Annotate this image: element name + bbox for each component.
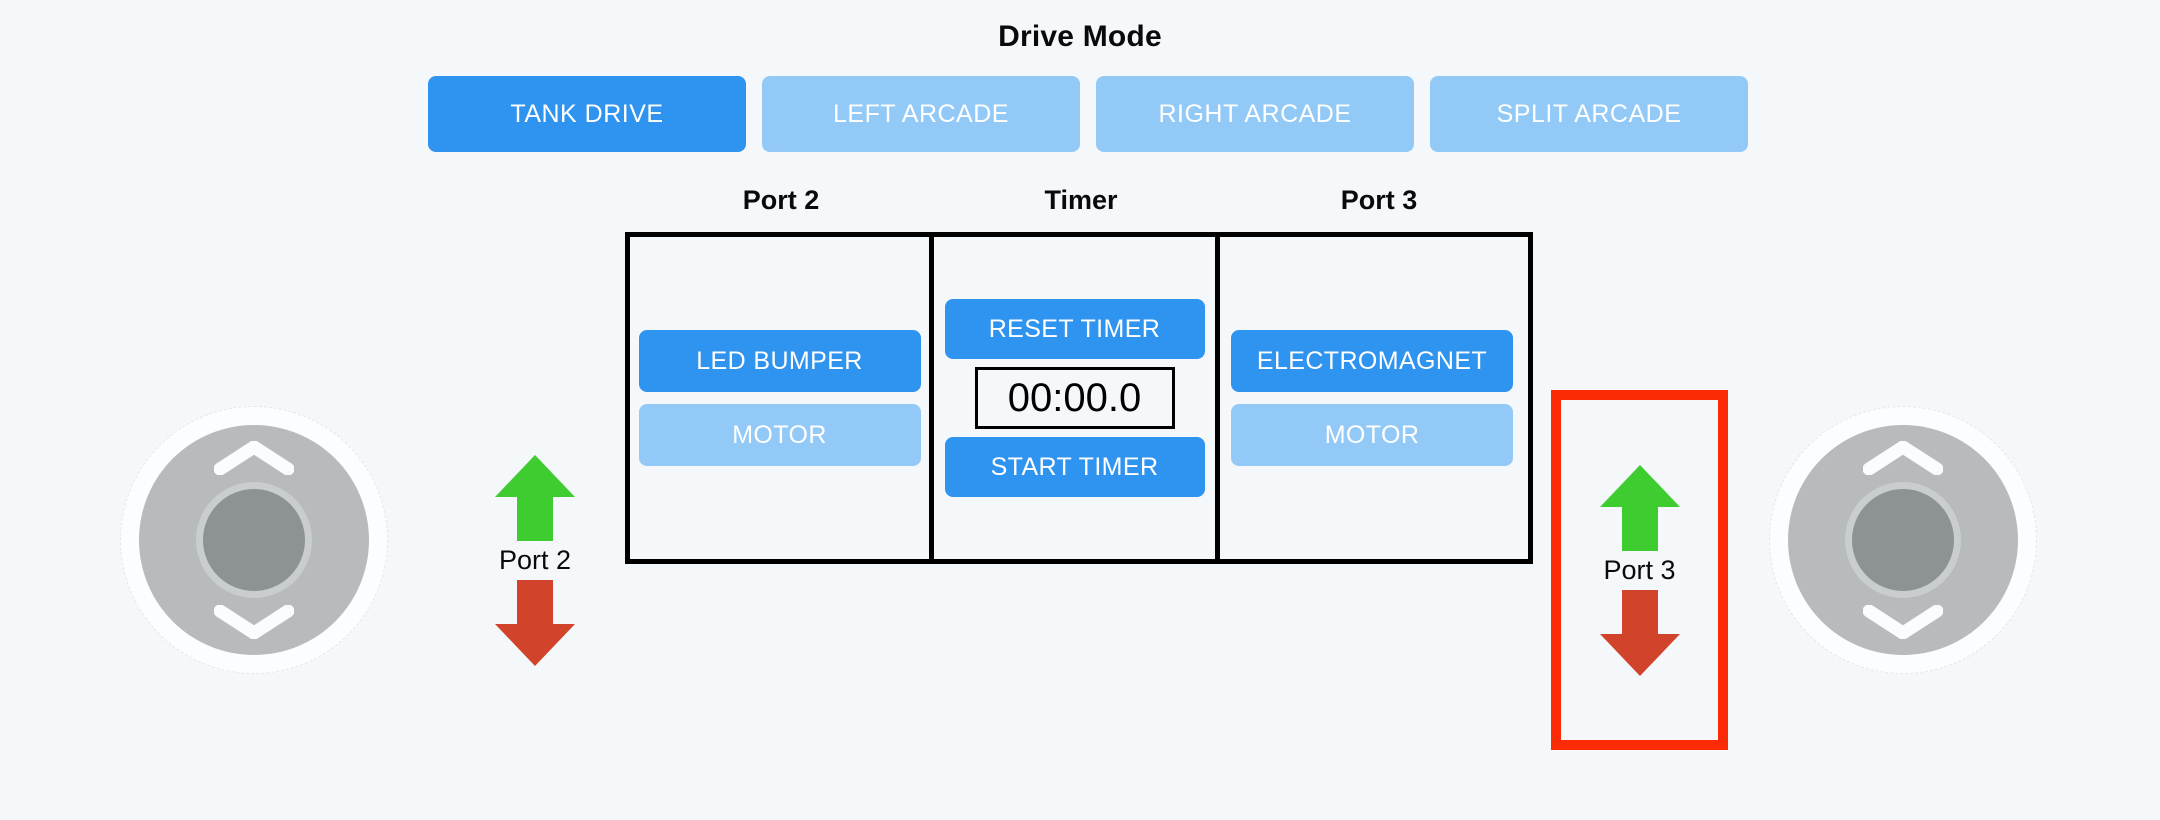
column-header-port3: Port 3: [1340, 185, 1418, 215]
chevron-down-icon: [1863, 605, 1943, 639]
timer-display: 00:00.0: [974, 367, 1175, 429]
right-joystick[interactable]: [1769, 406, 2037, 674]
chevron-up-icon: [214, 441, 294, 475]
chevron-up-icon: [1863, 441, 1943, 475]
port2-led-bumper-button[interactable]: LED BUMPER: [638, 330, 921, 392]
page-title: Drive Mode: [998, 20, 1162, 53]
port2-indicator: Port 2: [455, 420, 615, 700]
arrow-up-icon[interactable]: [1599, 464, 1680, 551]
panel-column-port2: LED BUMPER MOTOR: [630, 237, 934, 559]
left-joystick-base[interactable]: [139, 425, 369, 655]
drive-mode-button-group: TANK DRIVE LEFT ARCADE RIGHT ARCADE SPLI…: [428, 76, 1748, 152]
mode-button-tank-drive[interactable]: TANK DRIVE: [428, 76, 746, 152]
right-joystick-knob[interactable]: [1845, 482, 1961, 598]
reset-timer-button[interactable]: RESET TIMER: [944, 299, 1205, 359]
port3-indicator-label: Port 3: [1603, 554, 1676, 585]
column-header-timer: Timer: [1044, 185, 1118, 215]
arrow-down-icon[interactable]: [1599, 589, 1680, 676]
port3-motor-button[interactable]: MOTOR: [1231, 404, 1513, 466]
mode-button-split-arcade[interactable]: SPLIT ARCADE: [1430, 76, 1748, 152]
column-header-port2: Port 2: [742, 185, 820, 215]
mode-button-left-arcade[interactable]: LEFT ARCADE: [762, 76, 1080, 152]
arrow-up-icon[interactable]: [495, 454, 575, 541]
left-joystick-knob[interactable]: [196, 482, 312, 598]
panel-column-port3: ELECTROMAGNET MOTOR: [1220, 237, 1524, 559]
port3-electromagnet-button[interactable]: ELECTROMAGNET: [1231, 330, 1513, 392]
arrow-down-icon[interactable]: [495, 579, 575, 666]
panel-column-headers: Port 2 Timer Port 3: [625, 185, 1533, 216]
mode-button-right-arcade[interactable]: RIGHT ARCADE: [1096, 76, 1414, 152]
control-panel: LED BUMPER MOTOR RESET TIMER 00:00.0 STA…: [625, 232, 1533, 564]
port3-indicator-highlighted: Port 3: [1551, 390, 1728, 750]
chevron-down-icon: [214, 605, 294, 639]
panel-column-timer: RESET TIMER 00:00.0 START TIMER: [934, 237, 1220, 559]
right-joystick-base[interactable]: [1788, 425, 2018, 655]
port2-indicator-label: Port 2: [498, 544, 572, 575]
left-joystick[interactable]: [120, 406, 388, 674]
start-timer-button[interactable]: START TIMER: [944, 437, 1205, 497]
port2-motor-button[interactable]: MOTOR: [638, 404, 921, 466]
